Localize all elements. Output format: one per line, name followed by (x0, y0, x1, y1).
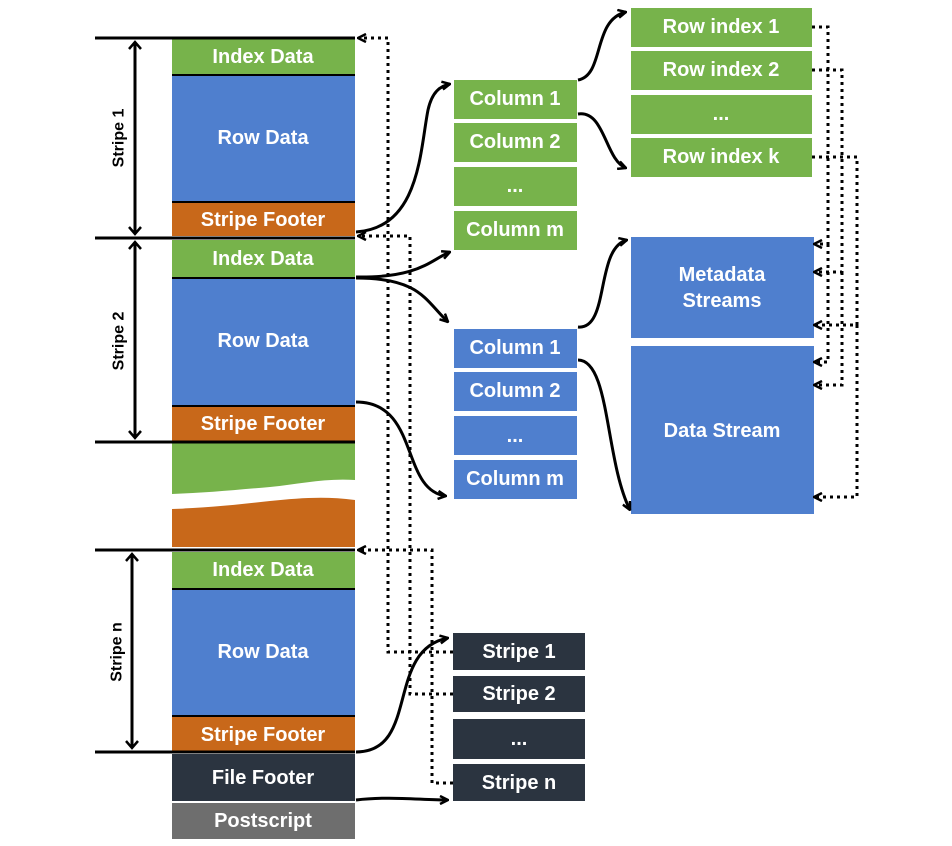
row-column-list: Column 1 Column 2 ... Column m (454, 329, 577, 499)
row-index-1 (631, 8, 812, 47)
break-green-fragment (172, 443, 355, 494)
stripe-1-block: Index Data Row Data Stripe Footer (172, 38, 355, 236)
index-column-1-to-row-index-k-arrow (577, 112, 626, 168)
stripe-2-index-to-index-columns-arrow (355, 252, 450, 279)
index-column-2-label: Column 2 (469, 131, 560, 153)
stripe-n-footer-to-footer-stripes-arrow (355, 638, 448, 754)
data-stream (631, 346, 814, 514)
file-footer-label: File Footer (212, 767, 314, 789)
footer-stripe-n-label: Stripe n (482, 772, 556, 794)
footer-stripe-2-label: Stripe 2 (482, 683, 555, 705)
row-index-k-pointer-b (814, 325, 859, 497)
solid-connectors (355, 12, 632, 800)
stripe-1-footer-label: Stripe Footer (201, 209, 326, 231)
stripe-2-footer-to-row-column-m-arrow (355, 400, 446, 496)
index-column-1-label: Column 1 (469, 88, 560, 110)
stripe-1-side-label: Stripe 1 (111, 109, 128, 168)
row-index-2-label: Row index 2 (663, 59, 780, 81)
row-column-ellipsis (454, 416, 577, 455)
stripe-n-row-label: Row Data (217, 641, 309, 663)
metadata-streams (631, 237, 814, 338)
footer-stripe-ellipsis-label: ... (511, 728, 528, 750)
row-index-list: Row index 1 Row index 2 ... Row index k (631, 8, 812, 177)
stripe-1-row-label: Row Data (217, 127, 309, 149)
stripe-1-row-data (172, 75, 355, 202)
file-footer (172, 754, 355, 801)
row-index-2 (631, 51, 812, 90)
index-column-2 (454, 123, 577, 162)
index-column-m (454, 211, 577, 250)
footer-stripe-1 (453, 633, 585, 670)
index-column-ellipsis-label: ... (507, 175, 524, 197)
index-column-1-to-row-index-1-arrow (577, 12, 626, 82)
stripe-2-index-data (172, 240, 355, 277)
stripe-2-footer (172, 407, 355, 441)
row-index-k-pointer-a (812, 155, 859, 325)
stripe-n-index-data (172, 552, 355, 588)
postscript (172, 803, 355, 839)
stripe-1-index-data (172, 38, 355, 74)
index-column-m-label: Column m (466, 219, 564, 241)
stripe-2-row-data (172, 279, 355, 405)
row-index-1-pointer-a (812, 25, 830, 244)
stripe-n-block: Index Data Row Data Stripe Footer (172, 552, 355, 751)
row-column-1-to-data-stream-arrow (577, 358, 632, 510)
stripe-n-row-data (172, 590, 355, 715)
row-index-ellipsis-label: ... (713, 103, 730, 125)
footer-stripe-ellipsis (453, 719, 585, 759)
metadata-streams-label-line1: Metadata (679, 264, 767, 286)
row-index-k (631, 138, 812, 177)
stripe-2-block: Index Data Row Data Stripe Footer (172, 240, 355, 441)
omitted-stripes-break (172, 443, 355, 547)
data-stream-label: Data Stream (664, 420, 781, 442)
index-column-list: Column 1 Column 2 ... Column m (454, 80, 577, 250)
footer-stripe-list: Stripe 1 Stripe 2 ... Stripe n (453, 633, 585, 801)
stripe-2-index-label: Index Data (212, 248, 314, 270)
row-index-2-pointer-b (814, 272, 844, 385)
row-column-2-label: Column 2 (469, 380, 560, 402)
stream-list: Metadata Streams Data Stream (631, 237, 814, 514)
file-footer-to-stripe-n-arrow (355, 798, 448, 800)
row-column-1 (454, 329, 577, 368)
metadata-streams-label-line2: Streams (683, 290, 762, 312)
footer-stripe-1-label: Stripe 1 (482, 641, 555, 663)
footer-stripe-1-pointer (358, 38, 453, 654)
row-column-ellipsis-label: ... (507, 425, 524, 447)
stripe-n-footer (172, 717, 355, 751)
row-index-ellipsis (631, 95, 812, 134)
stripe-2-footer-label: Stripe Footer (201, 413, 326, 435)
stripe-2-side-label: Stripe 2 (111, 312, 128, 371)
row-column-1-to-metadata-arrow (577, 240, 627, 329)
break-orange-fragment (172, 497, 355, 547)
footer-stripe-n (453, 764, 585, 801)
row-index-2-pointer-a (812, 68, 844, 272)
row-index-k-label: Row index k (663, 146, 781, 168)
index-column-ellipsis (454, 167, 577, 206)
stripe-1-footer-to-index-columns-arrow (355, 84, 450, 234)
footer-stripe-2-pointer (358, 236, 453, 696)
stripe-n-side-label: Stripe n (109, 622, 126, 682)
stripe-1-index-label: Index Data (212, 46, 314, 68)
stripe-n-footer-label: Stripe Footer (201, 724, 326, 746)
dotted-connectors (358, 25, 859, 785)
postscript-label: Postscript (214, 810, 312, 832)
stripe-1-footer (172, 203, 355, 236)
row-index-1-pointer-b (814, 244, 830, 362)
row-column-2 (454, 372, 577, 411)
stripe-2-row-label: Row Data (217, 330, 309, 352)
footer-stripe-2 (453, 676, 585, 712)
stripe-2-index-to-row-columns-arrow (355, 276, 448, 322)
row-index-1-label: Row index 1 (663, 16, 780, 38)
stripe-n-index-label: Index Data (212, 559, 314, 581)
index-column-1 (454, 80, 577, 119)
row-column-1-label: Column 1 (469, 337, 560, 359)
row-column-m-label: Column m (466, 468, 564, 490)
row-column-m (454, 460, 577, 499)
